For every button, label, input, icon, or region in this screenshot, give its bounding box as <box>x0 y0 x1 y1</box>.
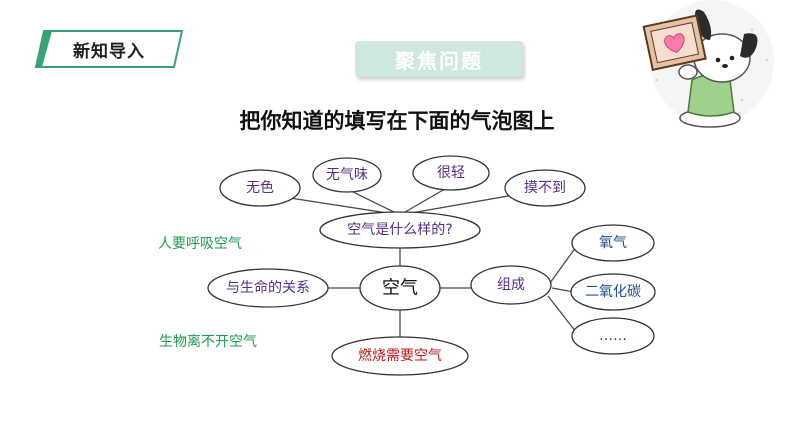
life-note-2: 生物离不开空气 <box>159 333 257 350</box>
section-tag-label: 新知导入 <box>73 41 145 62</box>
property-1-text: 无色 <box>246 179 274 196</box>
property-2-text: 无气味 <box>326 167 368 183</box>
bubble-life <box>207 268 329 308</box>
composition-2-text: 二氧化碳 <box>585 284 641 300</box>
mascot-dog-illustration <box>642 0 774 128</box>
bubble-property-2 <box>312 157 382 193</box>
focus-question-title: 聚焦问题 <box>355 41 523 77</box>
bubble-composition-1 <box>571 224 655 262</box>
bubble-center <box>359 265 441 311</box>
question-text: 空气是什么样的? <box>347 222 452 238</box>
center-text: 空气 <box>382 278 418 299</box>
bubble-composition-3 <box>571 317 655 355</box>
bubble-property-3 <box>412 155 490 191</box>
composition-3-text: …… <box>599 328 627 344</box>
bubble-question <box>319 211 481 249</box>
section-tag: 新知导入 <box>34 29 184 69</box>
tag-frame-icon <box>34 30 184 68</box>
property-3-text: 很轻 <box>437 165 465 181</box>
composition-1-text: 氧气 <box>599 235 627 251</box>
page-heading: 把你知道的填写在下面的气泡图上 <box>239 109 555 133</box>
bubble-composition-2 <box>570 273 656 311</box>
connector-lines <box>289 185 577 338</box>
life-note-1: 人要呼吸空气 <box>158 236 242 252</box>
combustion-text: 燃烧需要空气 <box>358 347 442 364</box>
bubble-property-1 <box>219 169 301 207</box>
life-text: 与生命的关系 <box>226 279 310 296</box>
bubble-combustion <box>331 336 469 376</box>
bubble-composition <box>470 265 552 305</box>
bubble-property-4 <box>504 169 586 207</box>
property-4-text: 摸不到 <box>524 180 566 196</box>
composition-text: 组成 <box>497 277 525 293</box>
